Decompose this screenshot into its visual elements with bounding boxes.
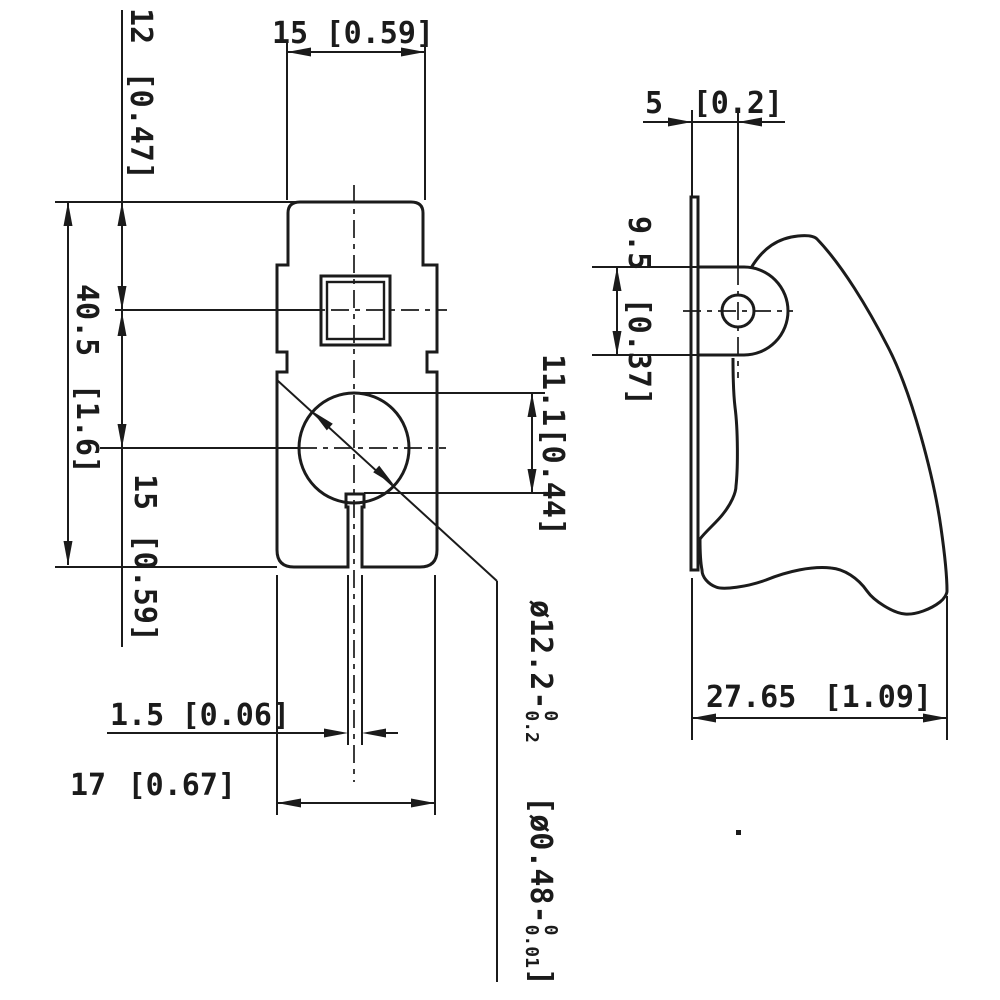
front-view-outline bbox=[275, 200, 439, 569]
dimension-arrowheads bbox=[63, 47, 947, 835]
dim-value-mm: 1.5 bbox=[110, 698, 165, 733]
front-view-centerlines bbox=[296, 185, 447, 782]
dim-value-inch: [0.67] bbox=[127, 768, 236, 803]
dim-label-slot-width: 1.5 [0.06] bbox=[110, 698, 290, 733]
dim-label-bottom-width: 17 [0.67] bbox=[70, 768, 236, 803]
dim-value-inch: [0.2] bbox=[692, 86, 783, 121]
bracket-close: ] bbox=[523, 967, 559, 986]
dim-label-hole-to-notch: 11.1 [0.44] bbox=[535, 354, 570, 536]
dim-label-top-to-square: 12 [0.47] bbox=[123, 8, 158, 180]
dim-value-mm: ø12.2 bbox=[523, 600, 559, 691]
side-view-dimension-lines bbox=[592, 110, 948, 740]
tolerance-upper: 0 bbox=[540, 924, 561, 936]
dim-value-inch: [1.6] bbox=[69, 383, 104, 474]
dim-value-inch: [0.59] bbox=[127, 533, 162, 642]
dim-label-square-to-hole: 15 [0.59] bbox=[127, 474, 162, 642]
front-view-dimension-lines bbox=[55, 10, 545, 982]
dim-value-mm: 11.1 bbox=[535, 354, 570, 427]
dim-value-inch: [0.37] bbox=[621, 297, 656, 406]
dim-value-mm: 5 bbox=[645, 86, 664, 121]
plate bbox=[689, 195, 700, 572]
tolerance-minus: - bbox=[523, 905, 559, 924]
dim-label-depth: 27.65 [1.09] bbox=[706, 680, 932, 715]
dim-value-inch: [0.47] bbox=[123, 71, 158, 180]
tolerance-lower: 0.2 bbox=[520, 710, 542, 743]
dim-value-inch: [ø0.48 bbox=[523, 796, 559, 905]
dim-label-plate-to-hole: 5 [0.2] bbox=[645, 86, 783, 121]
dim-label-tab-height: 9.5 [0.37] bbox=[621, 216, 656, 406]
dim-value-inch: [0.44] bbox=[535, 427, 570, 536]
tolerance-lower: 0.01 bbox=[520, 924, 542, 968]
dim-value-inch: [0.59] bbox=[325, 16, 434, 51]
tolerance-minus: - bbox=[523, 691, 559, 710]
dim-value-inch: [0.06] bbox=[181, 698, 290, 733]
tolerance-upper: 0 bbox=[540, 710, 561, 722]
side-view-outline bbox=[689, 195, 949, 616]
dim-value-inch: [1.09] bbox=[823, 680, 932, 715]
dim-label-total-height: 40.5 [1.6] bbox=[69, 284, 104, 474]
dim-value-mm: 40.5 bbox=[69, 284, 104, 357]
cover-profile bbox=[698, 234, 949, 616]
dim-value-mm: 15 bbox=[272, 16, 309, 51]
stray-dot bbox=[736, 830, 741, 835]
dim-value-mm: 17 bbox=[70, 768, 107, 803]
dim-value-mm: 27.65 bbox=[706, 680, 797, 715]
dim-label-top-width: 15 [0.59] bbox=[272, 16, 434, 51]
dim-value-mm: 15 bbox=[127, 474, 162, 511]
dim-value-mm: 12 bbox=[123, 8, 158, 45]
dim-value-mm: 9.5 bbox=[621, 216, 656, 271]
